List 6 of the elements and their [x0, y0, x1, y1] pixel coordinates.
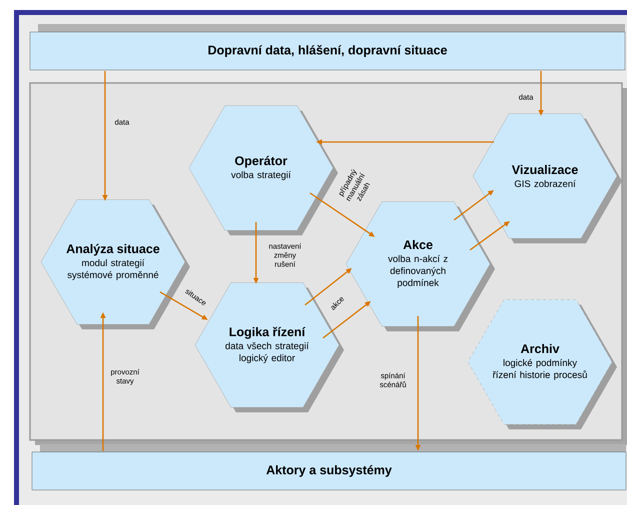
hexagon: Operátor volba strategií: [188, 105, 338, 236]
header-bar: Aktory a subsystémy: [32, 444, 626, 490]
hexagon: Vizualizace GIS zobrazení: [472, 113, 622, 244]
hexagon: Akce volba n-akcí z definovaných podmínek: [346, 201, 495, 332]
header-bar: Dopravní data, hlášení, dopravní situace: [30, 24, 626, 70]
hexagon: Archiv logické podmínky řízení historie procesů: [468, 299, 617, 430]
